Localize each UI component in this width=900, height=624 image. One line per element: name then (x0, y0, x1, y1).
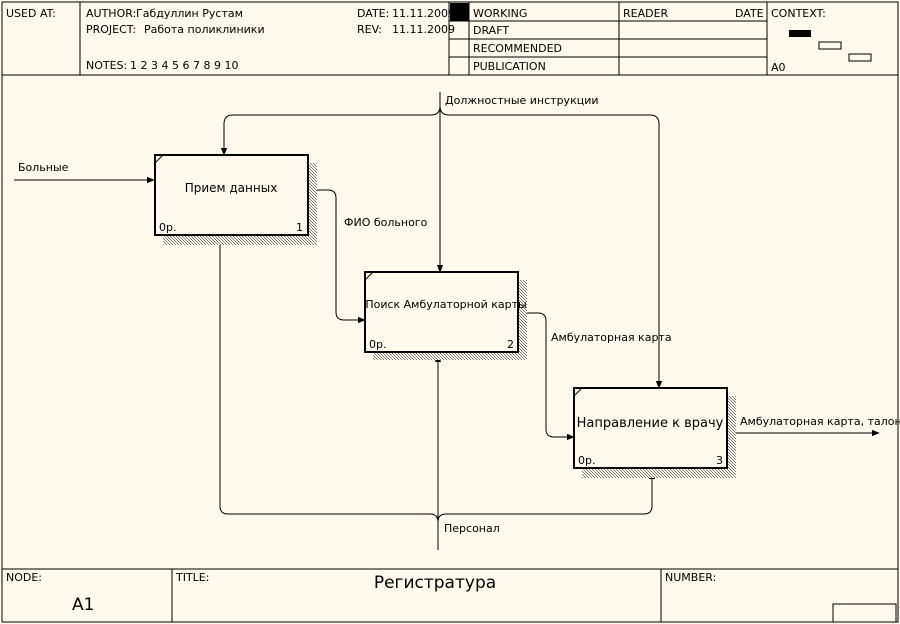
working-status-marker (450, 3, 469, 21)
rev-label: REV: (357, 23, 382, 36)
status-working: WORKING (473, 7, 527, 20)
activity-box-1-number: 1 (296, 221, 303, 234)
activity-box-3[interactable]: Направление к врачу 0р. 3 (573, 387, 736, 478)
activity-box-2[interactable]: Поиск Амбулаторной карты 0р. 2 (364, 271, 527, 360)
activity-box-1-name: Прием данных (185, 181, 278, 195)
label-control: Должностные инструкции (445, 94, 599, 107)
project-name: Работа поликлиники (144, 23, 265, 36)
context-thumbnail (789, 30, 872, 62)
status-recommended: RECOMMENDED (473, 42, 562, 55)
date-value: 11.11.2009 (392, 7, 455, 20)
activity-box-3-number: 3 (716, 454, 723, 467)
activity-box-2-name: Поиск Амбулаторной карты (365, 298, 526, 311)
activity-box-2-cost: 0р. (369, 338, 386, 351)
reader-date-label: DATE (735, 7, 764, 20)
activity-box-3-cost: 0р. (578, 454, 595, 467)
notes-list: 1 2 3 4 5 6 7 8 9 10 (130, 59, 238, 72)
node-label: NODE: (6, 571, 42, 584)
activity-box-3-name: Направление к врачу (577, 416, 724, 431)
reader-label: READER (623, 7, 669, 20)
author-name: Габдуллин Рустам (136, 7, 243, 20)
label-input: Больные (18, 161, 69, 174)
arrow-fio (308, 189, 366, 324)
label-mechanism: Персонал (444, 522, 500, 535)
activity-box-1-cost: 0р. (159, 221, 176, 234)
arrow-card (518, 312, 575, 441)
activity-box-2-number: 2 (507, 338, 514, 351)
node-value: A1 (72, 595, 94, 615)
status-draft: DRAFT (473, 24, 509, 37)
arrow-mechanism (216, 236, 656, 550)
context-label: CONTEXT: (771, 7, 826, 20)
notes-label: NOTES: (86, 59, 127, 72)
label-fio: ФИО больного (344, 216, 428, 229)
context-node: A0 (771, 61, 786, 74)
rev-value: 11.11.2009 (392, 23, 455, 36)
project-label: PROJECT: (86, 23, 136, 36)
date-label: DATE: (357, 7, 389, 20)
number-label: NUMBER: (665, 571, 716, 584)
arrow-control (220, 92, 663, 389)
label-card: Амбулаторная карта (551, 331, 672, 344)
author-label: AUTHOR: (86, 7, 136, 20)
title-label: TITLE: (175, 571, 209, 584)
footer-frame (2, 568, 898, 623)
status-publication: PUBLICATION (473, 60, 546, 73)
label-output: Амбулаторная карта, талон (740, 415, 900, 428)
activity-box-1[interactable]: Прием данных 0р. 1 (154, 154, 317, 245)
page-title: Регистратура (374, 573, 496, 593)
used-at-label: USED AT: (6, 7, 56, 20)
